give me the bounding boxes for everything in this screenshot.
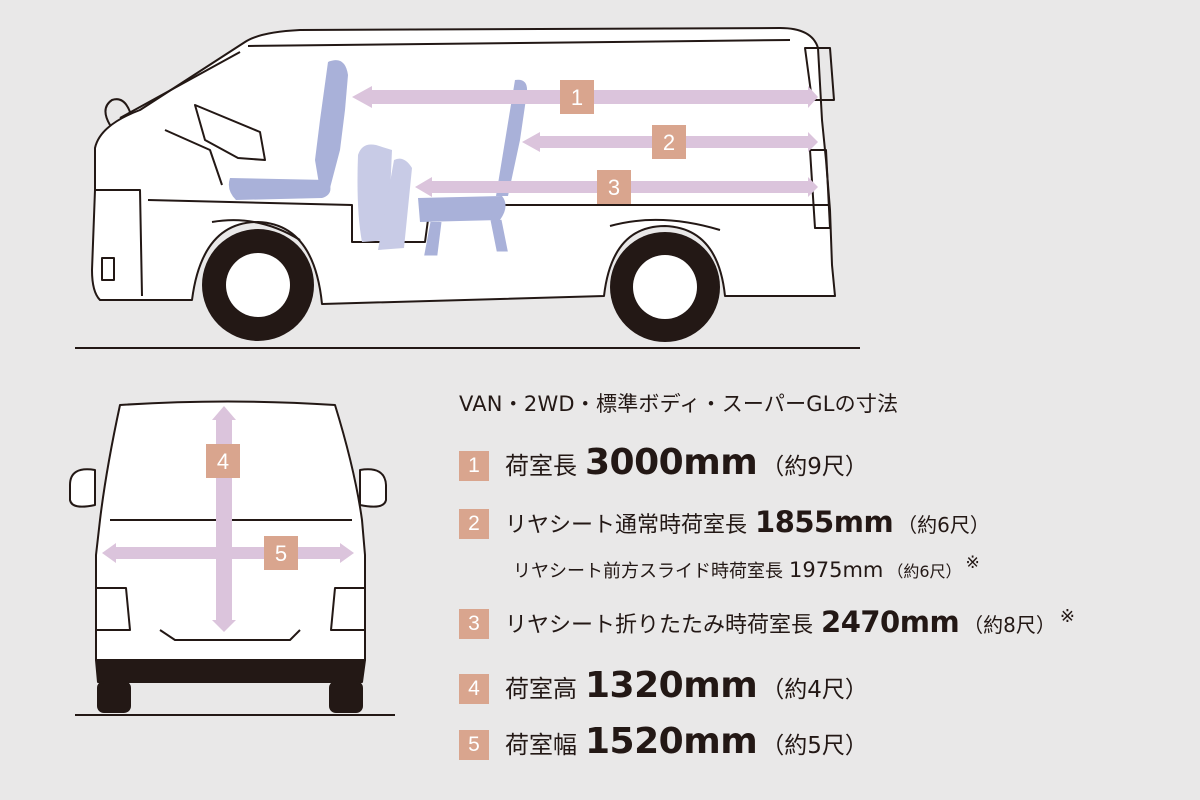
spec-sub-footnote-mark: ※ <box>965 553 980 573</box>
spec-label: リヤシート折りたたみ時荷室長 <box>505 613 814 638</box>
front-wheel-hub <box>226 253 290 317</box>
rear-wheel-right <box>329 681 363 713</box>
marker-5-bg <box>264 536 298 570</box>
spec-label: 荷室高 <box>505 675 577 703</box>
front-arch-line <box>211 219 301 241</box>
spec-note: （約5尺） <box>761 733 868 759</box>
rear-lamps <box>96 587 365 631</box>
spec-sub-note: （約6尺） <box>887 562 962 581</box>
spec-value: 2470mm <box>821 605 960 639</box>
spec-badge: 2 <box>459 509 489 539</box>
spec-value: 1855mm <box>755 505 894 539</box>
rear-mirror <box>804 47 835 101</box>
spec-row-cargo-length: 1 荷室長 3000mm （約9尺） <box>459 442 868 483</box>
front-bumper <box>95 189 143 297</box>
rear-bumper <box>95 659 366 683</box>
roof-line <box>247 39 791 47</box>
rear-seat-back <box>496 79 528 196</box>
spec-footnote-mark: ※ <box>1059 606 1075 627</box>
wheels-side <box>202 229 720 342</box>
rear-lamp <box>809 149 831 229</box>
rear-arch-line <box>609 218 721 231</box>
rear-wheel-hub <box>633 255 697 319</box>
front-light <box>101 257 115 281</box>
marker-2: 2 <box>663 130 675 155</box>
spec-row-cargo-height: 4 荷室高 1320mm （約4尺） <box>459 665 868 706</box>
rear-seat-legs <box>424 219 508 256</box>
spec-value: 3000mm <box>585 442 758 483</box>
side-badges: 1 2 3 <box>560 80 686 204</box>
rear-mirror-right <box>359 468 387 508</box>
spec-badge: 3 <box>459 609 489 639</box>
spec-badge: 1 <box>459 451 489 481</box>
driver-seat-back <box>315 60 348 191</box>
spec-badge: 5 <box>459 730 489 760</box>
marker-3: 3 <box>608 175 620 200</box>
spec-row-cargo-width: 5 荷室幅 1520mm （約5尺） <box>459 721 868 762</box>
rear-mirror-left <box>69 468 96 508</box>
rear-plate <box>159 629 301 641</box>
rear-seat-cushion <box>418 196 506 222</box>
marker-4-bg <box>206 444 240 478</box>
van-body-outline <box>91 27 836 305</box>
spec-row-rear-seat-folded: 3 リヤシート折りたたみ時荷室長 2470mm （約8尺） ※ <box>459 605 1075 641</box>
marker-4: 4 <box>217 449 229 474</box>
marker-5: 5 <box>275 541 287 566</box>
folded-seat-cushion <box>378 158 412 250</box>
steering-wheel <box>194 104 266 161</box>
marker-1: 1 <box>571 85 583 110</box>
spec-row-rear-seat-slide: リヤシート前方スライド時荷室長 1975mm （約6尺） ※ <box>513 553 980 583</box>
seats <box>228 60 528 256</box>
spec-note: （約9尺） <box>761 454 868 480</box>
marker-3-bg <box>597 170 631 204</box>
driver-seat-cushion <box>228 178 331 200</box>
spec-badge: 4 <box>459 674 489 704</box>
side-mirror-front <box>104 98 131 126</box>
spec-row-rear-seat-normal: 2 リヤシート通常時荷室長 1855mm （約6尺） <box>459 505 990 541</box>
folded-seat-back <box>357 144 392 242</box>
spec-label: リヤシート通常時荷室長 <box>505 513 748 538</box>
marker-2-bg <box>652 125 686 159</box>
steering-column <box>164 129 223 186</box>
windshield-line <box>119 51 241 119</box>
spec-value: 1320mm <box>585 665 758 706</box>
spec-note: （約8尺） <box>963 613 1056 637</box>
spec-sub-label: リヤシート前方スライド時荷室長 <box>513 561 783 582</box>
spec-value: 1520mm <box>585 721 758 762</box>
spec-label: 荷室幅 <box>505 731 577 759</box>
rear-badges: 4 5 <box>206 444 298 570</box>
spec-title: VAN・2WD・標準ボディ・スーパーGLの寸法 <box>459 392 899 416</box>
marker-1-bg <box>560 80 594 114</box>
spec-label: 荷室長 <box>505 452 577 480</box>
rear-wheel-left <box>97 681 131 713</box>
spec-note: （約4尺） <box>761 677 868 703</box>
spec-sub-value: 1975mm <box>789 558 884 582</box>
spec-note: （約6尺） <box>897 513 990 537</box>
